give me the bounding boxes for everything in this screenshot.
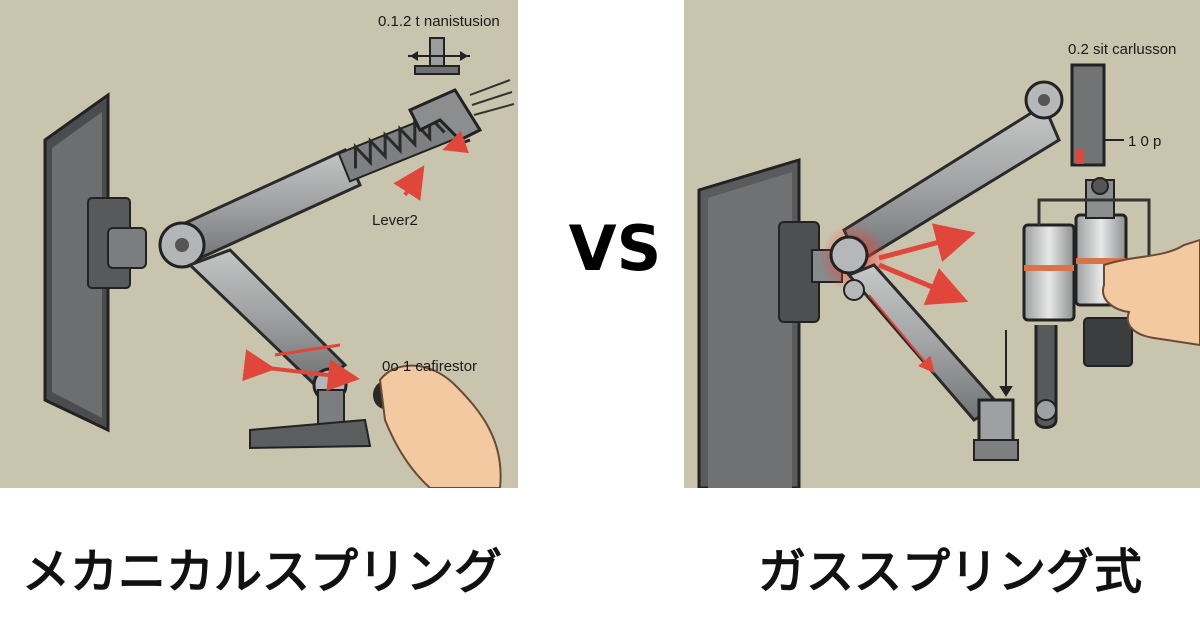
side-label: 1 0 p <box>1128 133 1162 150</box>
bottom-label: 0o 1 cafirestor <box>382 358 478 375</box>
elbow-joint <box>829 235 869 275</box>
mechanical-spring-illustration: 0.1.2 t nanistusion Lever2 0o 1 cafirest… <box>0 0 518 488</box>
caption-mechanical: メカニカルスプリング <box>22 544 503 600</box>
tension-label: 0.1.2 t nanistusion <box>378 13 500 30</box>
gas-cylinder-left <box>1022 223 1076 322</box>
vs-label: VS <box>568 212 662 285</box>
top-post <box>1070 63 1106 167</box>
mechanical-arm-drawing <box>43 37 515 488</box>
top-label: 0.2 sit carlusson <box>1068 41 1177 58</box>
hand <box>1102 238 1200 347</box>
desk-plate <box>249 418 372 450</box>
pump-housing <box>1083 317 1133 367</box>
caption-gas: ガススプリング式 <box>758 544 1143 600</box>
lower-arm <box>846 263 1002 422</box>
lever-label: Lever2 <box>372 212 418 229</box>
gas-spring-illustration: 0.2 sit carlusson 1 0 p <box>684 0 1200 488</box>
gas-arm-drawing <box>697 63 1200 488</box>
hand <box>378 364 502 488</box>
lower-arm <box>187 248 348 387</box>
tension-knob <box>429 37 445 69</box>
